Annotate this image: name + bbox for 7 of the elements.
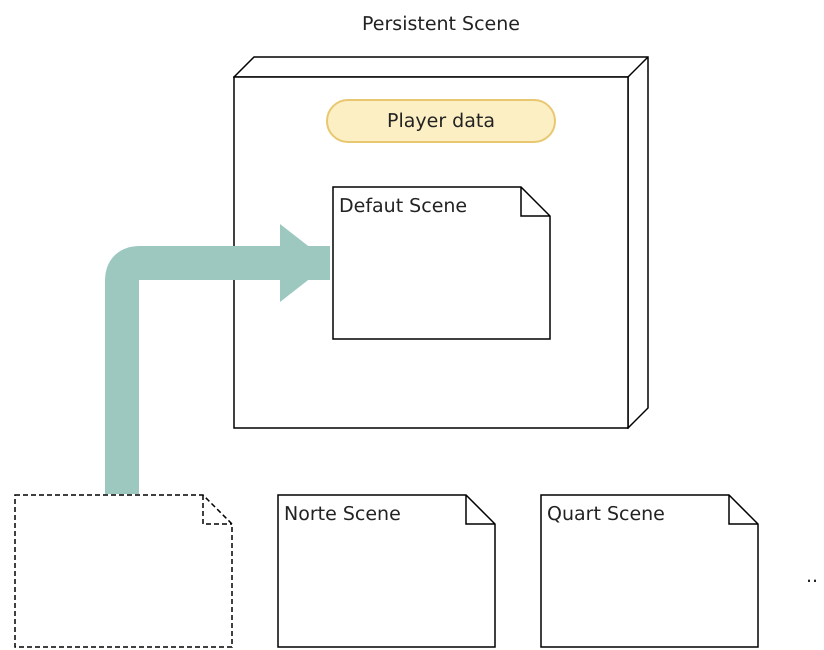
data-pill: Player data <box>326 99 556 143</box>
node-title: Persistent Scene <box>361 12 521 37</box>
scene-label: Norte Scene <box>284 502 401 527</box>
scene-label: Defaut Scene <box>339 194 468 219</box>
scene-label: Quart Scene <box>547 502 665 527</box>
ellipsis-label: .. <box>806 564 818 589</box>
thick-arrow <box>105 224 330 494</box>
